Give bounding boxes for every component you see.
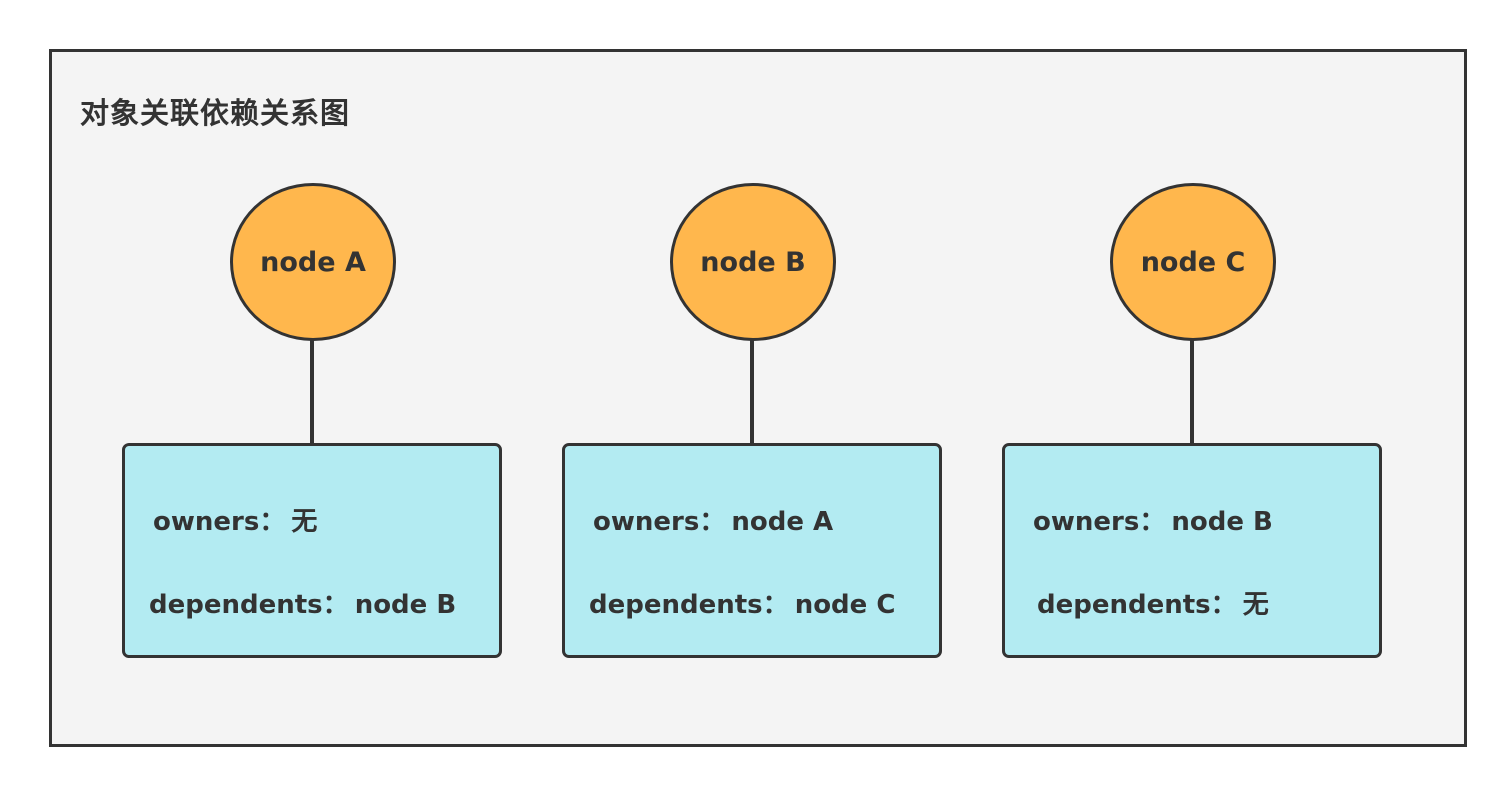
- node-group-b: node B owners：node A dependents：node C: [562, 52, 942, 744]
- node-b-label: node B: [700, 246, 806, 278]
- node-a-dependents: dependents：node B: [149, 584, 456, 621]
- node-a-connector: [310, 338, 314, 444]
- separator: ：: [762, 590, 789, 620]
- node-c-owners: owners：node B: [1033, 501, 1273, 538]
- owners-key: owners: [153, 507, 260, 537]
- owners-value: 无: [291, 507, 318, 537]
- owners-key: owners: [1033, 507, 1140, 537]
- separator: ：: [699, 507, 726, 537]
- node-b-owners: owners：node A: [593, 501, 833, 538]
- owners-value: node B: [1171, 507, 1273, 537]
- dependents-key: dependents: [589, 590, 763, 620]
- diagram-title: 对象关联依赖关系图: [80, 96, 351, 130]
- dependents-value: 无: [1242, 590, 1269, 620]
- owners-value: node A: [731, 507, 834, 537]
- node-b-info-box: owners：node A dependents：node C: [562, 443, 942, 658]
- node-group-a: node A owners：无 dependents：node B: [122, 52, 502, 744]
- node-c-dependents: dependents：无: [1037, 584, 1269, 621]
- node-b-connector: [750, 338, 754, 444]
- node-c-circle: node C: [1110, 183, 1276, 341]
- separator: ：: [1139, 507, 1166, 537]
- node-a-info-box: owners：无 dependents：node B: [122, 443, 502, 658]
- node-c-label: node C: [1140, 246, 1246, 278]
- node-a-label: node A: [260, 246, 366, 278]
- node-group-c: node C owners：node B dependents：无: [1002, 52, 1382, 744]
- separator: ：: [1210, 590, 1237, 620]
- node-b-dependents: dependents：node C: [589, 584, 895, 621]
- node-c-connector: [1190, 338, 1194, 444]
- dependents-value: node B: [354, 590, 457, 620]
- dependents-key: dependents: [149, 590, 323, 620]
- node-a-owners: owners：无: [153, 501, 317, 538]
- dependents-value: node C: [794, 590, 896, 620]
- separator: ：: [259, 507, 286, 537]
- dependents-key: dependents: [1037, 590, 1211, 620]
- node-c-info-box: owners：node B dependents：无: [1002, 443, 1382, 658]
- owners-key: owners: [593, 507, 700, 537]
- node-b-circle: node B: [670, 183, 836, 341]
- node-a-circle: node A: [230, 183, 396, 341]
- diagram-frame: 对象关联依赖关系图 node A owners：无 dependents：nod…: [49, 49, 1467, 747]
- separator: ：: [322, 590, 349, 620]
